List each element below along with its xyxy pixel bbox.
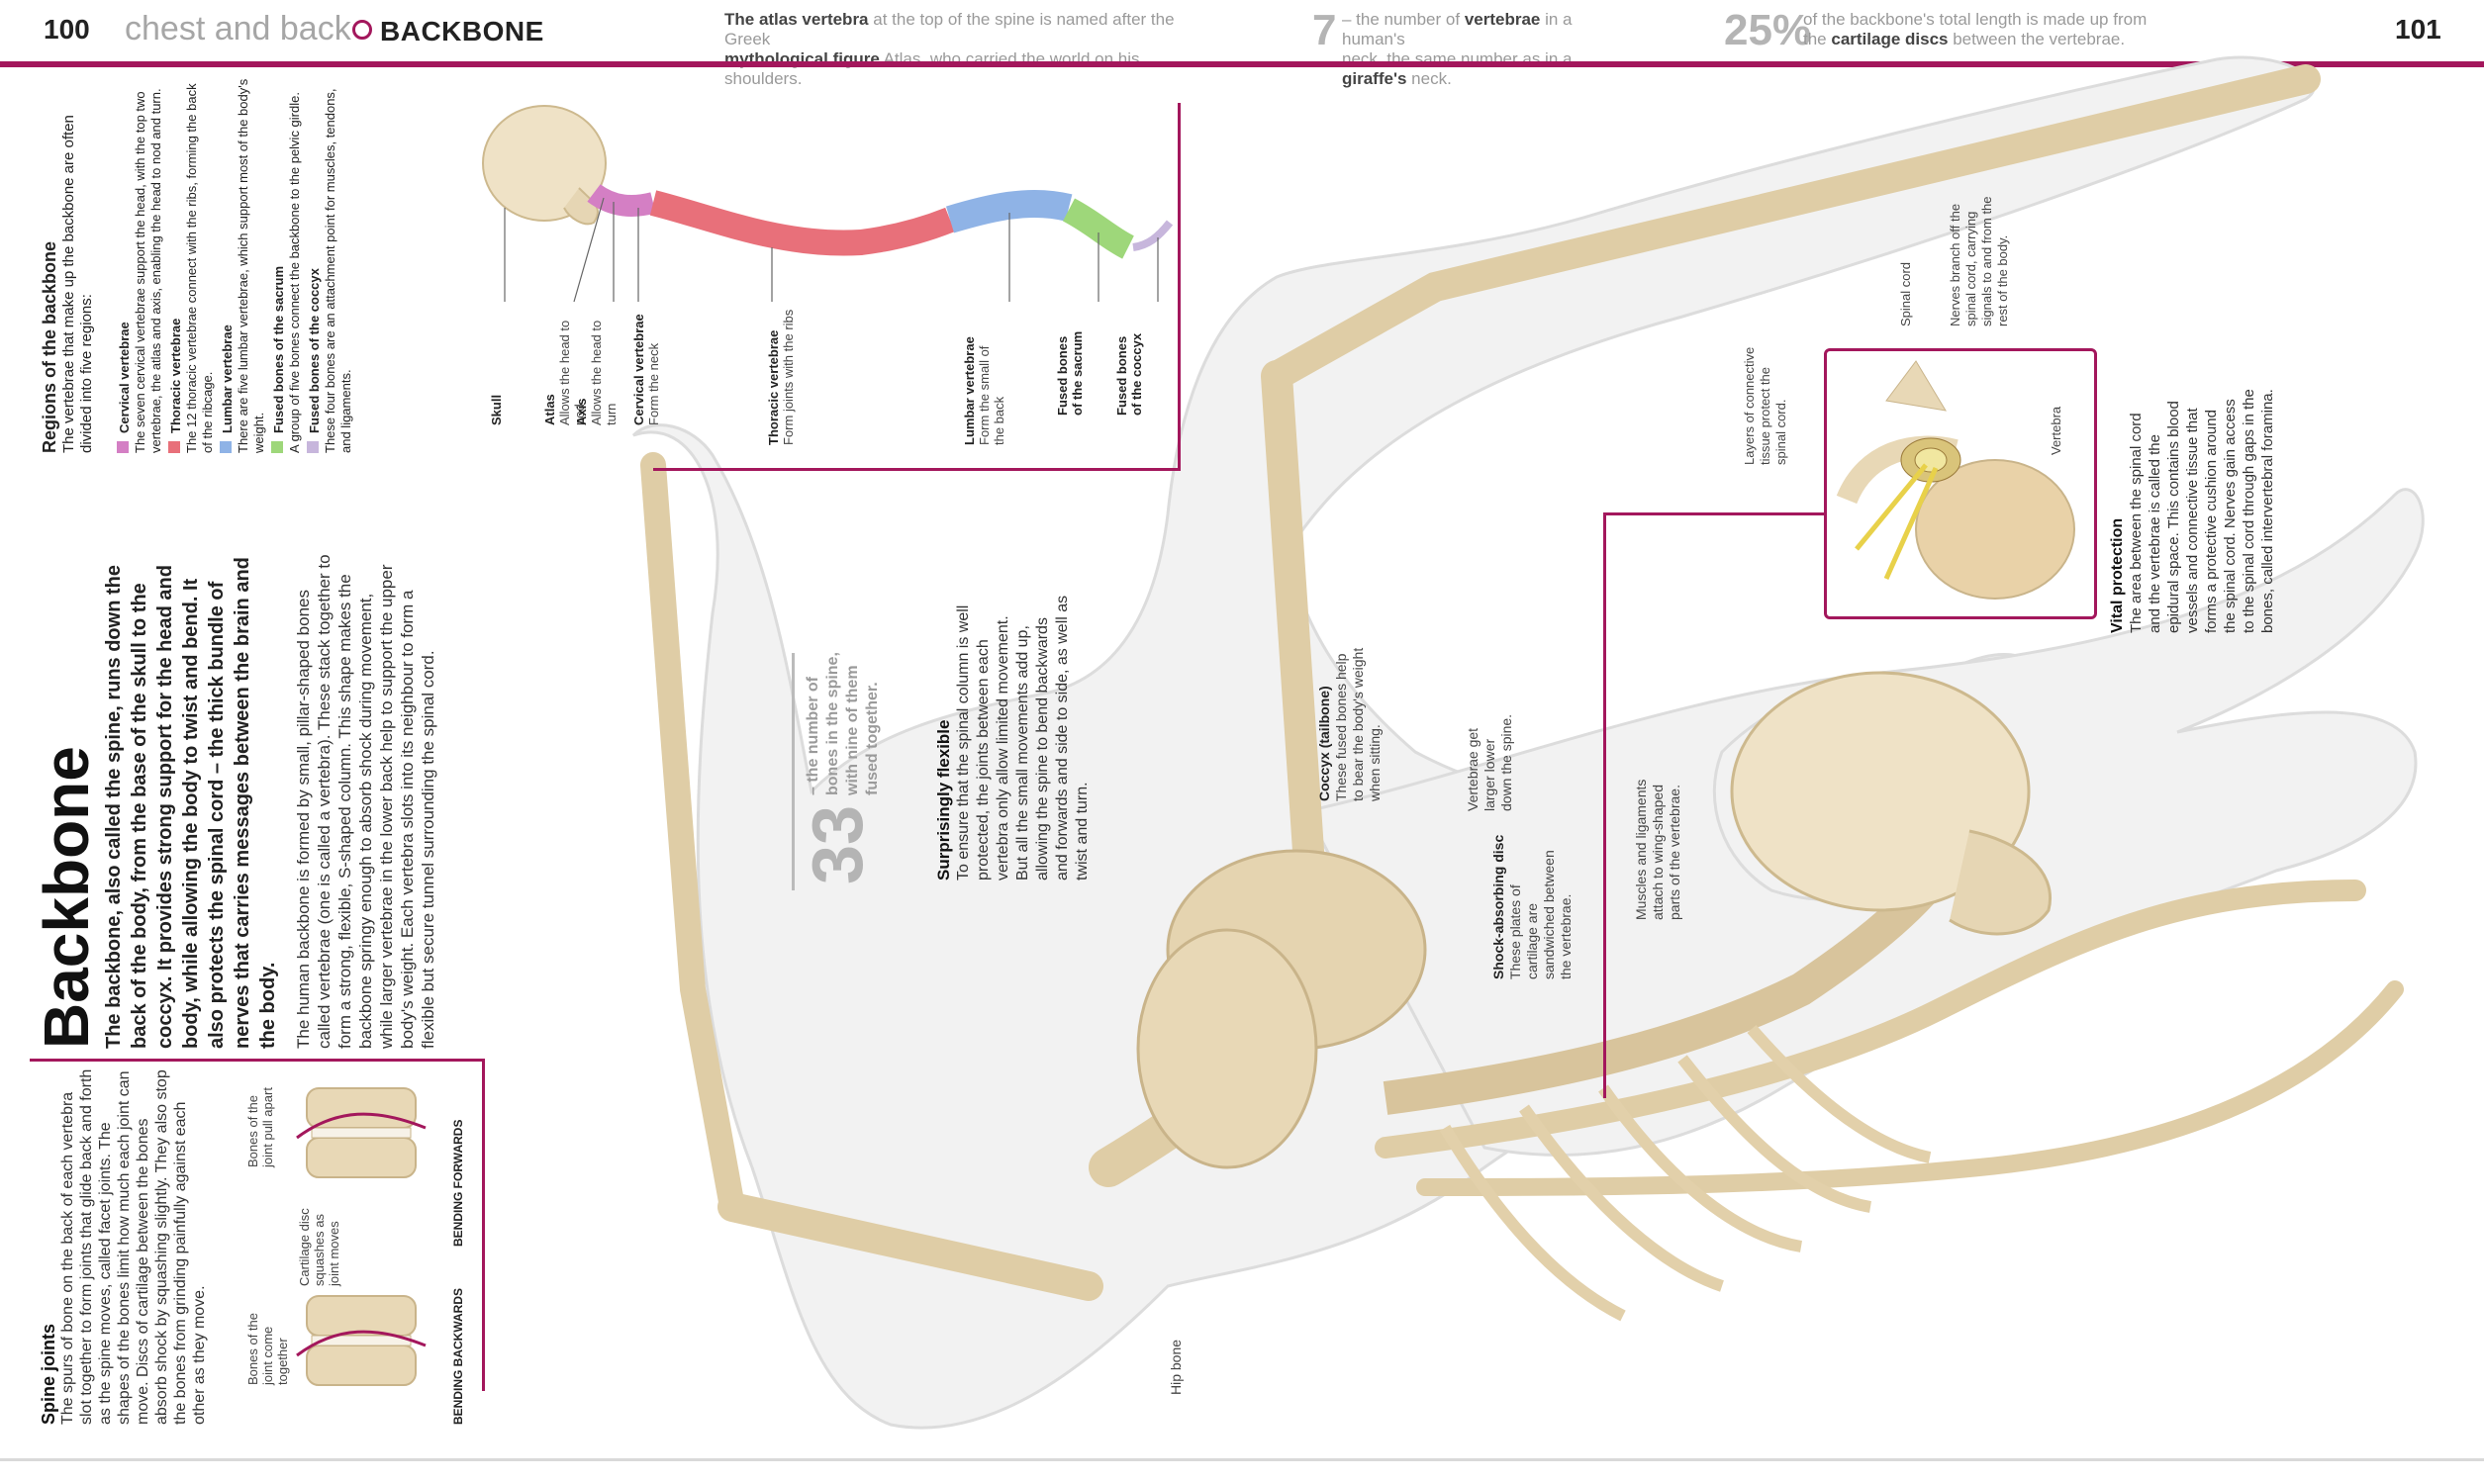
label-pull-apart: Bones of the joint pull apart [245, 1087, 275, 1167]
regions-subtitle: The vertebrae that make up the backbone … [60, 115, 95, 453]
footer-rule [0, 1458, 2484, 1461]
label-bending-backwards: BENDING BACKWARDS [451, 1288, 465, 1425]
label-layers: Layers of connective tissue protect the … [1742, 346, 1788, 465]
label-bending-forwards: BENDING FORWARDS [451, 1119, 465, 1247]
label-nerves: Nerves branch off the spinal cord, carry… [1948, 196, 2010, 326]
label-coccyx: Fused bones of the coccyx [1114, 332, 1144, 416]
fact-seven-number: 7 [1312, 6, 1337, 54]
regions-heading-block: Regions of the backbone The vertebrae th… [40, 77, 96, 453]
section-title: BACKBONE [380, 16, 544, 46]
callout-line-v [1603, 512, 1606, 1098]
regions-box-border-bottom [653, 468, 1181, 471]
coccyx-swatch [307, 441, 319, 453]
vital-text: The area between the spinal cord and the… [2128, 389, 2276, 633]
cervical-swatch [117, 441, 129, 453]
label-squashes: Cartilage disc squashes as joint moves [297, 1208, 341, 1286]
page-header: 100 chest and back BACKBONE The atlas ve… [0, 0, 2484, 88]
joint-diagrams [296, 1087, 427, 1386]
title-block: Backbone [30, 732, 103, 1049]
thoracic-swatch [168, 441, 180, 453]
label-muscles: Muscles and ligaments attach to wing-sha… [1633, 779, 1682, 920]
label-spinal-cord: Spinal cord [1898, 261, 1913, 326]
pelvis-and-spine [1136, 671, 2052, 1322]
joints-box-border-top [30, 1059, 485, 1062]
stat-33-rule [792, 653, 795, 890]
joints-block: Spine joints The spurs of bone on the ba… [39, 1068, 209, 1425]
joints-box-border-right [482, 1059, 485, 1391]
stat-33-number: 33 [799, 804, 878, 884]
page-number-left: 100 [44, 14, 90, 45]
stat-33-text: – the number of bones in the spine, with… [805, 652, 881, 795]
label-hip-bone: Hip bone [1168, 1339, 1184, 1395]
vertebra-cross-section [1836, 360, 2075, 600]
label-skull: Skull [489, 394, 504, 425]
flexible-title: Surprisingly flexible [934, 719, 953, 881]
label-vertebrae-larger: Vertebrae get larger lower down the spin… [1465, 713, 1514, 811]
label-sacrum: Fused bones of the sacrum [1055, 330, 1085, 416]
vital-title: Vital protection [2109, 517, 2126, 633]
flexible-text: To ensure that the spinal column is well… [955, 595, 1091, 881]
label-coccyx-tailbone: Coccyx (tailbone)These fused bones help … [1316, 647, 1383, 801]
sacrum-swatch [271, 441, 283, 453]
label-come-together: Bones of the joint come together [245, 1313, 290, 1385]
joints-text: The spurs of bone on the back of each ve… [59, 1068, 208, 1425]
header-rule [0, 61, 2484, 67]
regions-title: Regions of the backbone [40, 240, 59, 453]
vertebra-section-box [1824, 348, 2097, 619]
vital-protection-block: Vital protection The area between the sp… [2108, 386, 2277, 633]
bullet-icon [352, 20, 372, 40]
intro-text: The backbone, also called the spine, run… [103, 557, 279, 1049]
label-vertebra: Vertebra [2049, 406, 2063, 455]
joints-title: Spine joints [39, 1323, 58, 1425]
fact-percent: of the backbone's total length is made u… [1803, 10, 2148, 48]
flexible-block: Surprisingly flexible To ensure that the… [934, 594, 1093, 881]
spine-diagram [482, 105, 1174, 303]
fact-percent-number: 25% [1724, 6, 1812, 54]
page-title: Backbone [31, 746, 102, 1049]
callout-line-h [1603, 512, 1826, 515]
page-number-right: 101 [2395, 14, 2441, 45]
lumbar-swatch [220, 441, 232, 453]
body-text: The human backbone is formed by small, p… [294, 554, 437, 1049]
regions-box-border [1178, 103, 1181, 471]
chapter-title: chest and back [125, 10, 351, 47]
